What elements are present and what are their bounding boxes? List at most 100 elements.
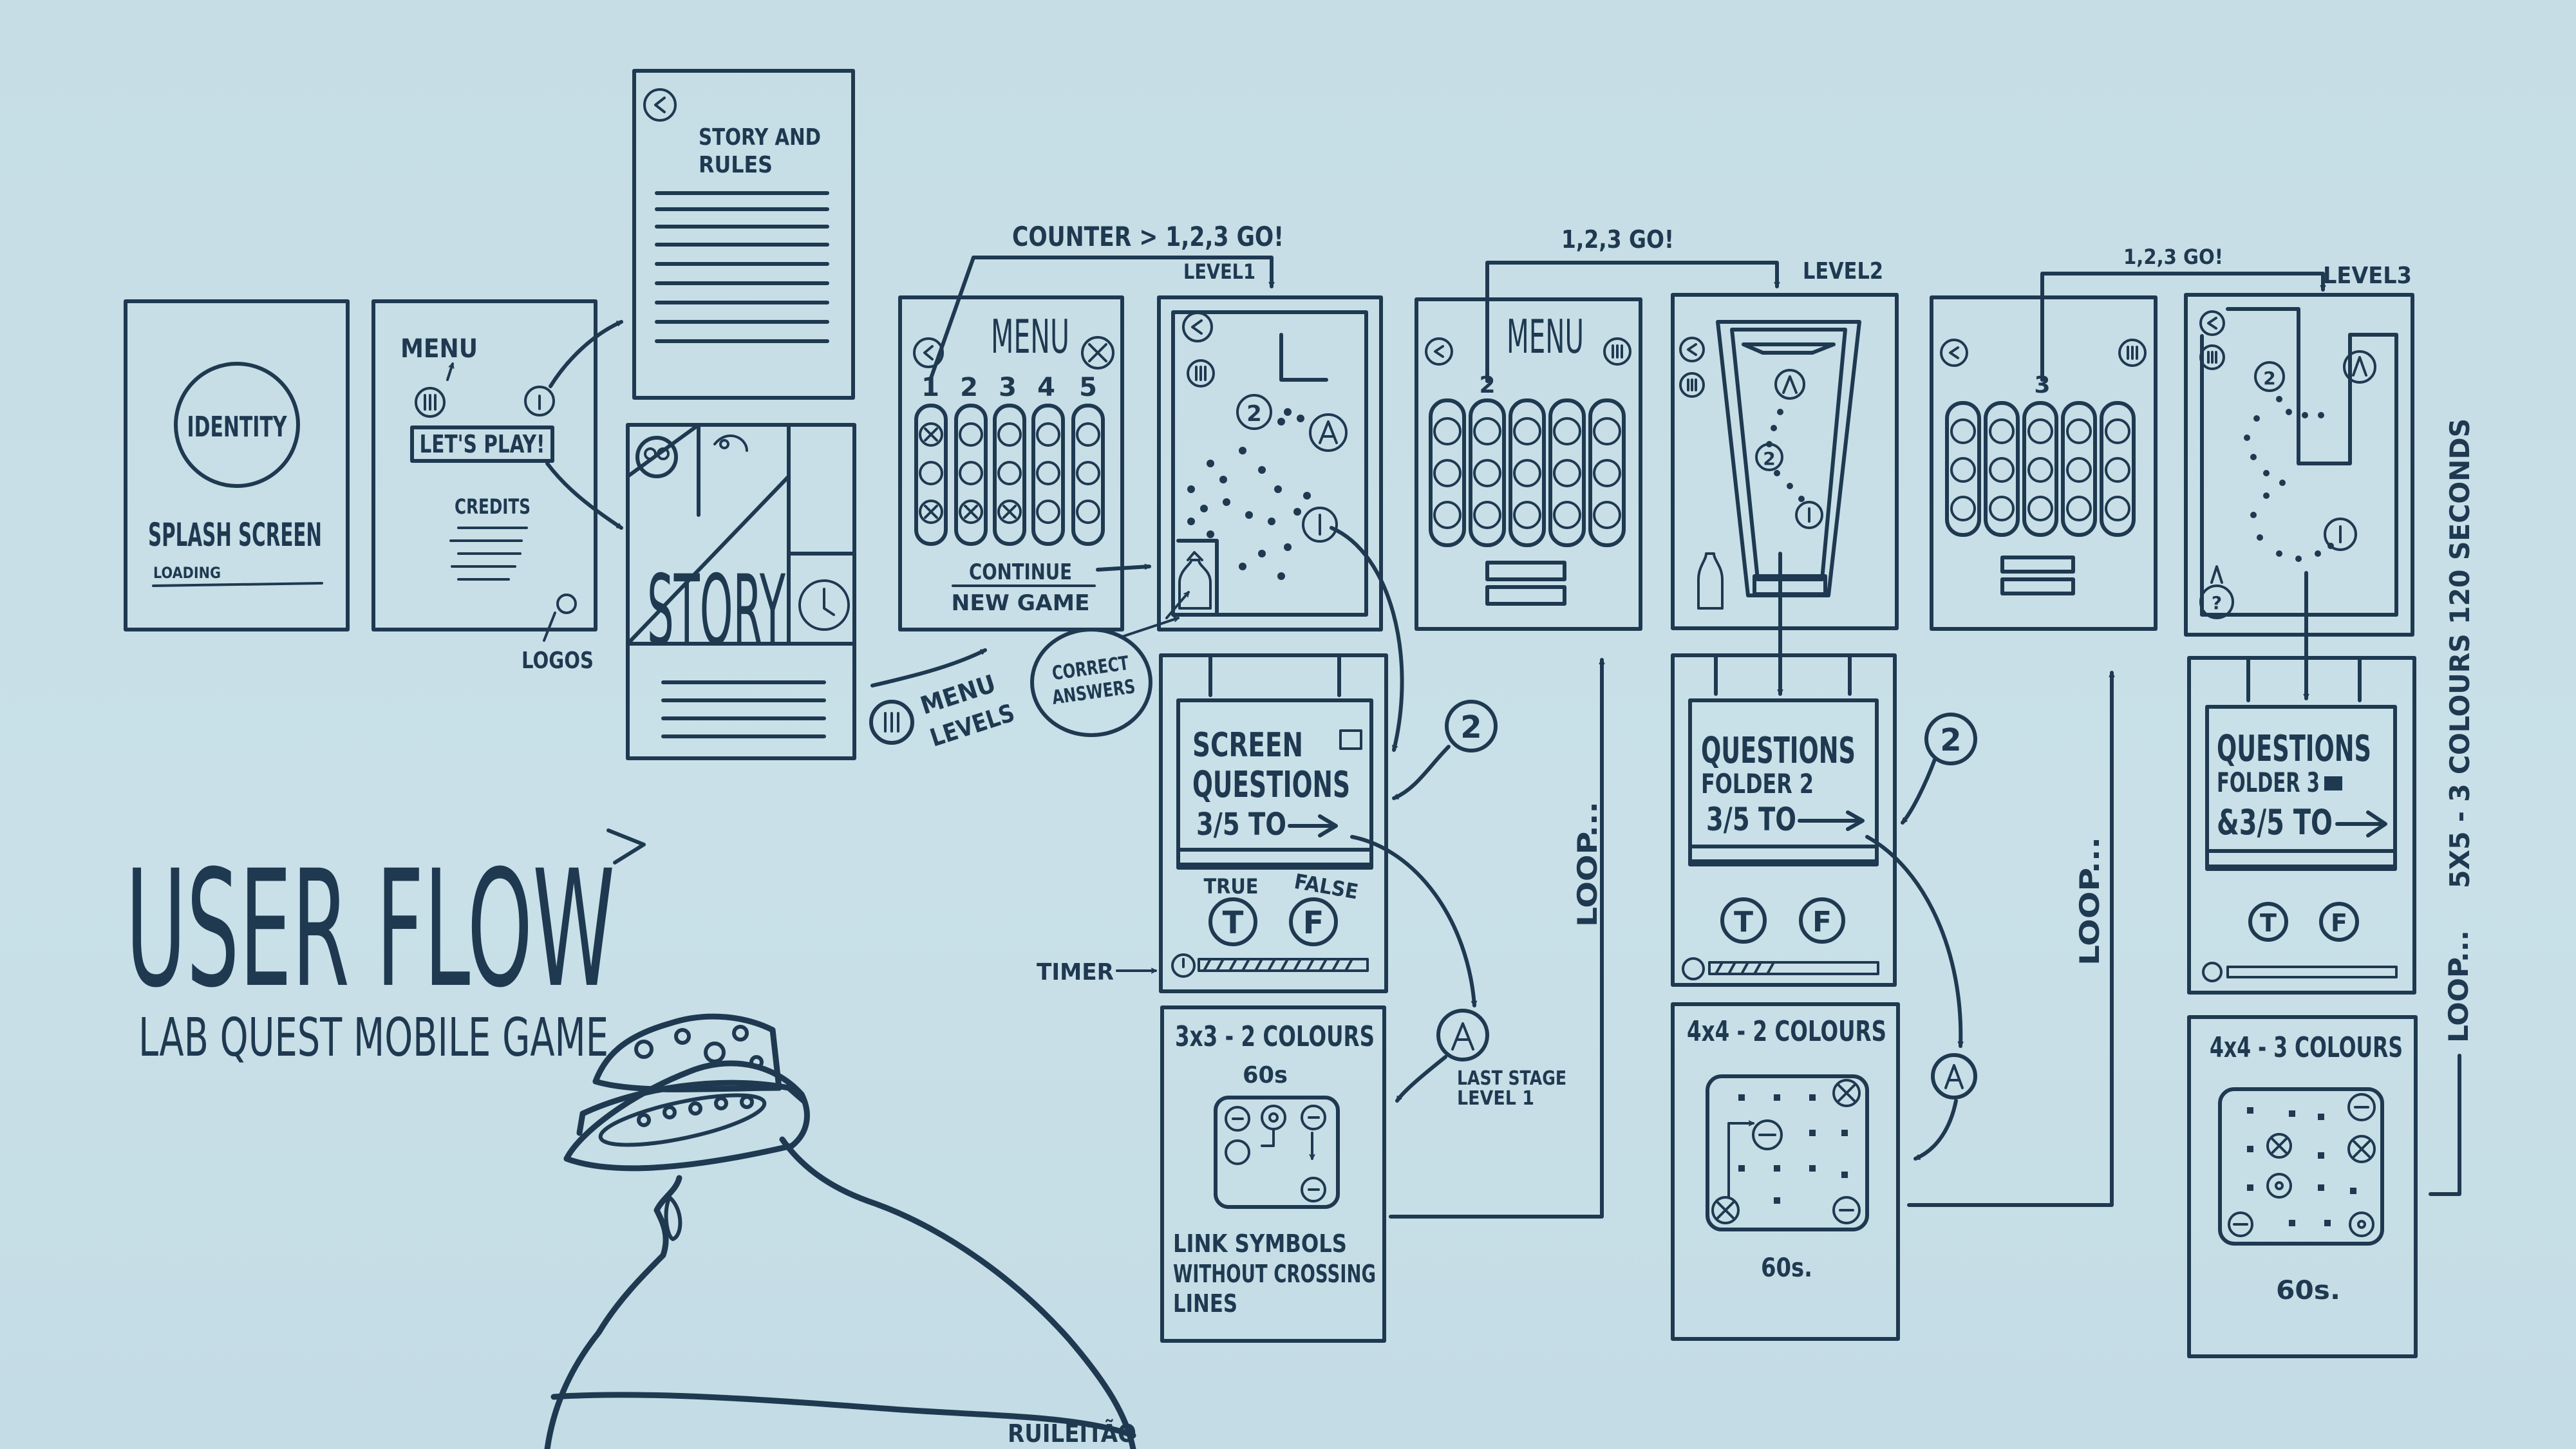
false-button[interactable] bbox=[1289, 897, 1338, 946]
title-arrow-icon bbox=[606, 828, 646, 865]
level-columns[interactable] bbox=[914, 404, 1105, 546]
level1-puzzle-screen: 3x3 - 2 COLOURS 60s LINK SYMBOLS WITHOUT… bbox=[1160, 1005, 1386, 1343]
puzzle2-title: 4x4 - 2 COLOURS bbox=[1687, 1015, 1886, 1048]
levels-icon[interactable] bbox=[415, 387, 446, 418]
back-icon[interactable] bbox=[1940, 339, 1968, 367]
node-2-label: 2 bbox=[1246, 401, 1262, 427]
back-icon[interactable] bbox=[643, 88, 677, 122]
false-button-l2[interactable] bbox=[1799, 897, 1845, 944]
new-game-label[interactable]: NEW GAME bbox=[952, 590, 1090, 616]
loop-label-3: LOOP... bbox=[2443, 930, 2474, 1043]
step-two-label-2: 2 bbox=[1940, 722, 1961, 758]
go-count-2: 1,2,3 GO! bbox=[2123, 245, 2223, 269]
level2-puzzle-screen: 4x4 - 2 COLOURS 60s. bbox=[1671, 1002, 1900, 1341]
question1-line3: 3/5 TO bbox=[1196, 807, 1286, 843]
step-two-circle bbox=[1445, 700, 1498, 753]
back-icon[interactable] bbox=[1425, 337, 1453, 366]
true-button-l2-label: T bbox=[1734, 906, 1753, 939]
close-icon[interactable] bbox=[1081, 336, 1114, 369]
menu2-columns[interactable] bbox=[1429, 398, 1626, 547]
folder-icon bbox=[1339, 729, 1362, 750]
true-button[interactable] bbox=[1208, 897, 1257, 946]
level3-maze-screen: 2 ? bbox=[2184, 293, 2414, 637]
puzzle2-grid[interactable] bbox=[1706, 1074, 1869, 1231]
back-icon[interactable] bbox=[913, 337, 944, 368]
counter-note: COUNTER > 1,2,3 GO! LEVEL1 bbox=[928, 221, 1284, 382]
question2-line1: QUESTIONS bbox=[1701, 730, 1856, 772]
question1-line2: QUESTIONS bbox=[1192, 764, 1350, 806]
info-icon[interactable] bbox=[524, 386, 555, 416]
node-2-label-l3: 2 bbox=[2263, 368, 2275, 389]
true-button-label: T bbox=[1223, 905, 1244, 941]
last-stage-1: LAST STAGE bbox=[1457, 1067, 1566, 1090]
menu-label: MENU bbox=[400, 334, 478, 364]
true-button-l2[interactable] bbox=[1720, 897, 1767, 944]
back-icon[interactable] bbox=[2199, 310, 2225, 336]
level3-label: LEVEL3 bbox=[2323, 263, 2412, 289]
true-label: TRUE bbox=[1204, 874, 1259, 899]
potion-icon bbox=[1697, 552, 1724, 610]
puzzle3-title: 4x4 - 3 COLOURS bbox=[2210, 1031, 2403, 1064]
question3-line3: &3/5 TO bbox=[2217, 802, 2333, 843]
question2-line2: FOLDER 2 bbox=[1701, 768, 1814, 799]
timer-icon bbox=[1171, 953, 1196, 978]
false-button-l3[interactable] bbox=[2319, 902, 2359, 942]
step-two-label-1: 2 bbox=[1460, 709, 1481, 745]
timer-icon bbox=[1682, 957, 1705, 980]
level2-label: LEVEL2 bbox=[1803, 258, 1883, 285]
continue-label[interactable]: CONTINUE bbox=[969, 559, 1072, 585]
puzzle1-title: 3x3 - 2 COLOURS bbox=[1175, 1020, 1375, 1053]
levels-icon-note bbox=[869, 700, 914, 745]
character-face-icon bbox=[635, 436, 678, 478]
go-count-1: 1,2,3 GO! bbox=[1561, 225, 1674, 254]
levels-icon[interactable] bbox=[1603, 337, 1631, 366]
rules-title-2: RULES bbox=[699, 152, 773, 178]
title-block: USER FLOW LAB QUEST MOBILE GAME bbox=[126, 828, 646, 1069]
false-button-l2-label: F bbox=[1812, 906, 1832, 939]
timer-label: TIMER bbox=[1037, 959, 1114, 986]
level2-funnel-screen: 2 bbox=[1671, 293, 1899, 630]
identity-label: IDENTITY bbox=[187, 411, 288, 444]
levels-icon[interactable] bbox=[2199, 344, 2225, 370]
puzzle3-grid[interactable] bbox=[2218, 1087, 2384, 1246]
true-button-l3[interactable] bbox=[2248, 902, 2288, 942]
menu2-screen: MENU 2 bbox=[1415, 297, 1642, 631]
bottle-illustration bbox=[544, 1013, 1136, 1449]
last-stage-2: LEVEL 1 bbox=[1457, 1087, 1534, 1110]
level-menu-screen: MENU 1 2 3 4 5 C bbox=[898, 295, 1151, 631]
potion-icon bbox=[2199, 584, 2234, 619]
story-label: STORY bbox=[647, 555, 785, 667]
level2-questions-screen: QUESTIONS FOLDER 2 3/5 TO T F bbox=[1671, 653, 1897, 987]
final-note: 5X5 - 3 COLOURS 120 SECONDS bbox=[2444, 418, 2476, 888]
back-icon[interactable] bbox=[1182, 312, 1213, 342]
rules-title-1: STORY AND bbox=[699, 124, 821, 151]
menu-levels-note: MENU LEVELS bbox=[869, 648, 1018, 753]
lock-icon bbox=[1436, 1009, 1489, 1061]
node-2-label-l2: 2 bbox=[1763, 448, 1775, 469]
menu3-columns[interactable] bbox=[1945, 401, 2136, 537]
level3-questions-screen: QUESTIONS FOLDER 3 &3/5 TO T F bbox=[2187, 656, 2416, 995]
question3-line2: FOLDER 3 bbox=[2217, 767, 2320, 798]
signature: RUILEITÃO bbox=[1008, 1419, 1136, 1448]
back-icon[interactable] bbox=[1679, 337, 1705, 362]
logo-dot-icon bbox=[556, 594, 577, 614]
level1-label: LEVEL1 bbox=[1183, 259, 1255, 284]
level-number-2: 2 bbox=[960, 373, 978, 402]
question1-line1: SCREEN bbox=[1192, 726, 1303, 765]
level1-maze-screen: 2 bbox=[1157, 295, 1383, 631]
clock-icon bbox=[798, 579, 850, 631]
splash-screen: IDENTITY SPLASH SCREEN LOADING bbox=[124, 299, 350, 631]
levels-icon[interactable] bbox=[1679, 372, 1705, 398]
puzzle1-grid[interactable] bbox=[1214, 1096, 1340, 1209]
puzzle2-time: 60s. bbox=[1761, 1253, 1812, 1283]
play-button[interactable] bbox=[410, 425, 554, 463]
potion-question-mark: ? bbox=[2212, 592, 2222, 613]
levels-icon[interactable] bbox=[1187, 359, 1215, 388]
puzzle3-time: 60s. bbox=[2276, 1276, 2340, 1305]
correct-answers-note: CORRECT ANSWERS bbox=[1030, 616, 1180, 737]
level1-questions-screen: SCREEN QUESTIONS 3/5 TO TRUE FALSE T F bbox=[1159, 653, 1388, 993]
folder-icon bbox=[2324, 776, 2342, 790]
question2-line3: 3/5 TO bbox=[1706, 801, 1796, 838]
levels-icon[interactable] bbox=[2118, 339, 2147, 367]
